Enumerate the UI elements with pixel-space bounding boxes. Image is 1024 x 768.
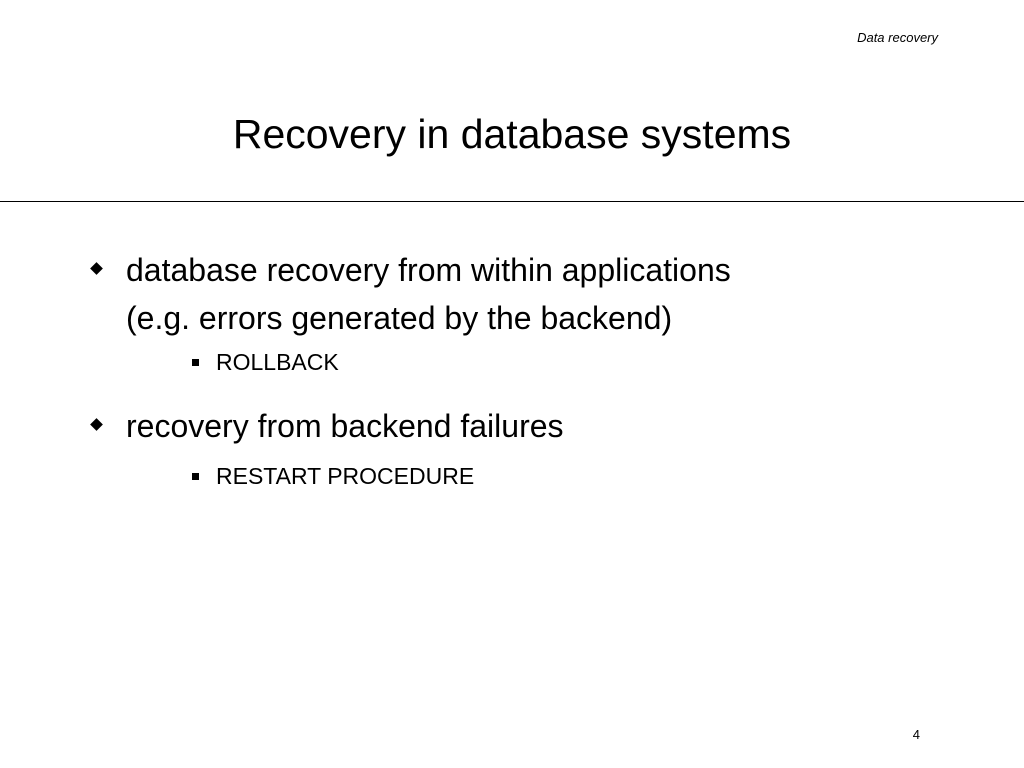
header-label: Data recovery	[857, 30, 938, 45]
diamond-bullet-icon	[90, 262, 103, 275]
sub-bullet-text: RESTART PROCEDURE	[216, 463, 475, 489]
page-number: 4	[912, 727, 920, 742]
bullet-text-line: database recovery from within applicatio…	[126, 252, 731, 288]
square-bullet-icon	[192, 359, 199, 366]
square-bullet-icon	[192, 473, 199, 480]
sub-bullet-item: RESTART PROCEDURE	[0, 458, 1024, 494]
sub-bullet-item: ROLLBACK	[0, 344, 1024, 380]
bullet-item: recovery from backend failures	[0, 402, 986, 450]
sub-bullet-text: ROLLBACK	[216, 349, 339, 375]
diamond-bullet-icon	[90, 418, 103, 431]
bullet-item: database recovery from within applicatio…	[0, 246, 986, 342]
slide-title: Recovery in database systems	[232, 111, 792, 157]
bullet-text-line: (e.g. errors generated by the backend)	[126, 300, 673, 336]
title-divider	[0, 201, 1024, 202]
slide-content: database recovery from within applicatio…	[0, 246, 1024, 494]
bullet-text-line: recovery from backend failures	[126, 408, 564, 444]
